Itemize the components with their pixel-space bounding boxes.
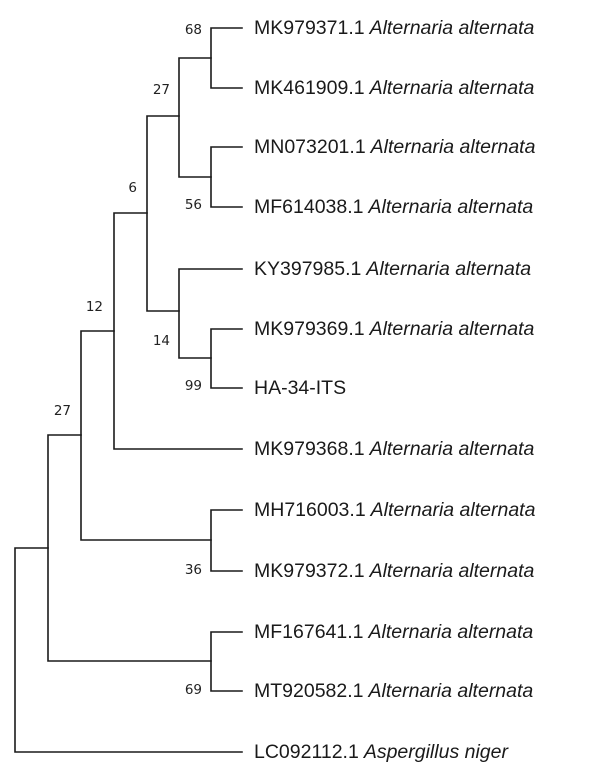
leaf-label-query: HA-34-ITS — [254, 377, 346, 399]
branch-node-k — [47, 434, 212, 662]
accession: MT920582.1 — [254, 680, 364, 702]
accession: KY397985.1 — [254, 258, 362, 280]
species: Alternaria alternata — [369, 560, 535, 582]
accession: MH716003.1 — [254, 499, 366, 521]
accession: MK979368.1 — [254, 438, 365, 460]
accession: MK461909.1 — [254, 77, 365, 99]
branch-node-68 — [210, 27, 243, 89]
bootstrap-value: 56 — [184, 197, 202, 213]
accession: MK979369.1 — [254, 318, 365, 340]
accession: MK979372.1 — [254, 560, 365, 582]
bootstrap-value: 27 — [152, 82, 170, 98]
accession: MF614038.1 — [254, 196, 364, 218]
species: Aspergillus niger — [363, 741, 508, 763]
species: Alternaria alternata — [369, 77, 535, 99]
branch-node-14 — [178, 268, 243, 359]
accession: LC092112.1 — [254, 741, 359, 763]
species: Alternaria alternata — [370, 499, 536, 521]
species: Alternaria alternata — [369, 318, 535, 340]
branch-root — [14, 547, 243, 753]
accession: MK979371.1 — [254, 17, 365, 39]
bootstrap-value: 36 — [184, 562, 202, 578]
accession: HA-34-ITS — [254, 377, 347, 399]
accession: MF167641.1 — [254, 621, 364, 643]
bootstrap-value: 69 — [184, 682, 202, 698]
branch-node-27b — [80, 330, 212, 541]
bootstrap-value: 12 — [85, 299, 103, 315]
branch-node-6 — [146, 115, 180, 312]
branch-node-27a — [178, 57, 212, 178]
species: Alternaria alternata — [368, 680, 534, 702]
species: Alternaria alternata — [366, 258, 532, 280]
branch-node-99 — [210, 328, 243, 389]
bootstrap-value: 14 — [152, 333, 170, 349]
bootstrap-value: 27 — [53, 403, 71, 419]
bootstrap-value: 6 — [128, 180, 137, 196]
accession: MN073201.1 — [254, 136, 366, 158]
species: Alternaria alternata — [369, 438, 535, 460]
branch-node-12 — [113, 212, 243, 450]
branch-node-36 — [210, 509, 243, 572]
species: Alternaria alternata — [368, 621, 534, 643]
bootstrap-value: 99 — [184, 378, 202, 394]
branch-node-56 — [210, 146, 243, 208]
species: Alternaria alternata — [370, 136, 536, 158]
species: Alternaria alternata — [369, 17, 535, 39]
branch-node-69 — [210, 631, 243, 692]
bootstrap-value: 68 — [184, 22, 202, 38]
species: Alternaria alternata — [368, 196, 534, 218]
